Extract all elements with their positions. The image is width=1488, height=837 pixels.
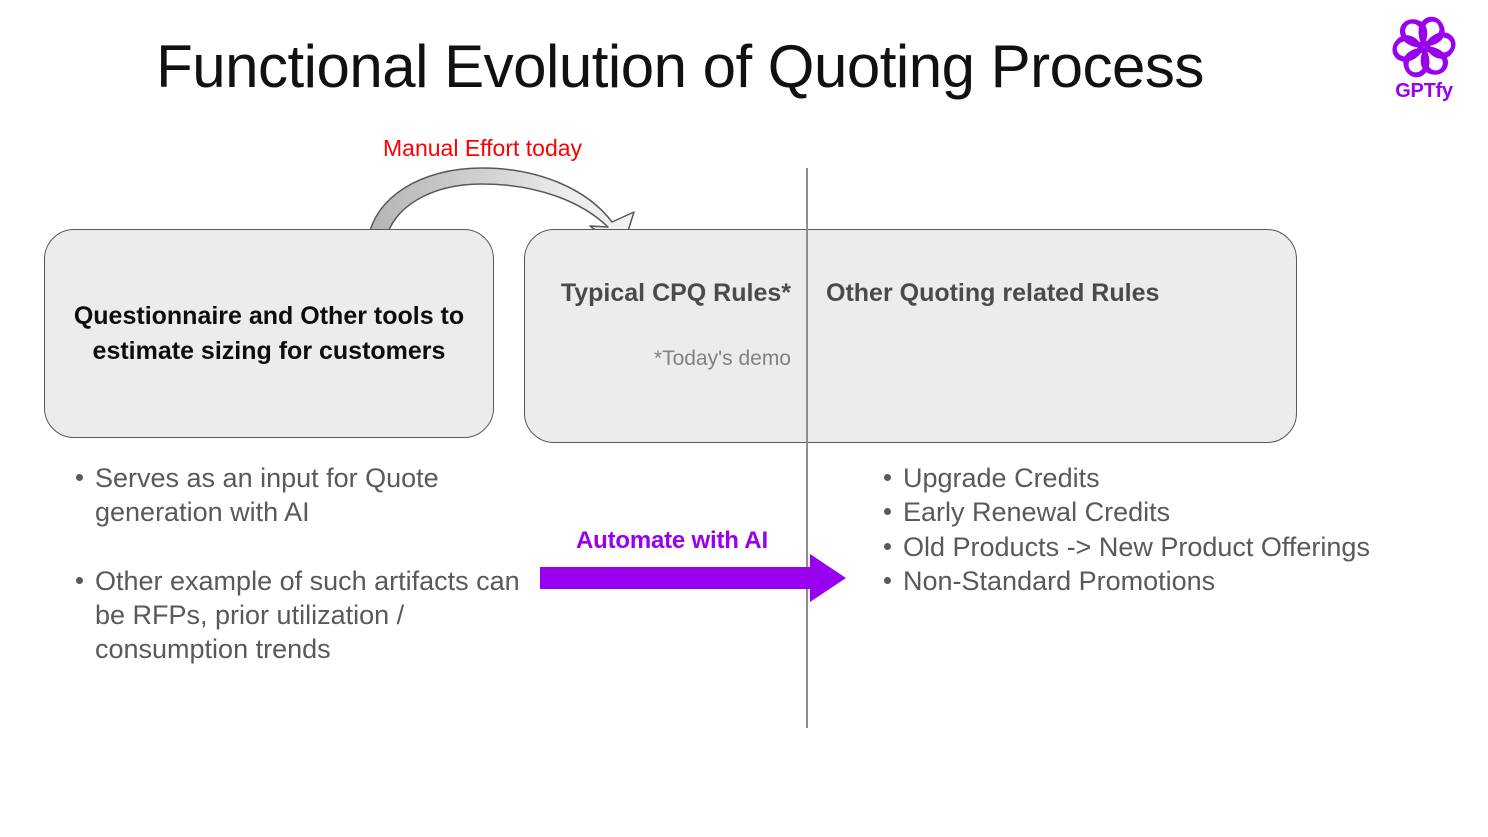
list-item: Non-Standard Promotions xyxy=(875,564,1375,598)
list-item: Upgrade Credits xyxy=(875,461,1375,495)
box-questionnaire-title: Questionnaire and Other tools to estimat… xyxy=(73,302,465,365)
other-rules-title: Other Quoting related Rules xyxy=(826,279,1160,307)
right-arrow-icon xyxy=(540,554,846,602)
gptfy-pinwheel-icon xyxy=(1392,16,1456,78)
list-item: Serves as an input for Quote generation … xyxy=(67,461,527,530)
page-title: Functional Evolution of Quoting Process xyxy=(156,33,1204,100)
manual-effort-label: Manual Effort today xyxy=(383,135,583,161)
list-item: Early Renewal Credits xyxy=(875,495,1375,529)
box-rules-column-other: Other Quoting related Rules xyxy=(807,230,1296,442)
cpq-rules-title: Typical CPQ Rules* xyxy=(560,279,791,307)
gptfy-logo: GPTfy xyxy=(1382,16,1466,103)
list-item: Old Products -> New Product Offerings xyxy=(875,530,1375,564)
automate-with-ai-label: Automate with AI xyxy=(576,527,768,554)
box-rules: Typical CPQ Rules* *Today's demo Other Q… xyxy=(524,229,1297,443)
box-questionnaire: Questionnaire and Other tools to estimat… xyxy=(44,229,494,438)
box-rules-column-cpq: Typical CPQ Rules* *Today's demo xyxy=(525,230,807,442)
vertical-divider-line xyxy=(806,168,808,728)
cpq-rules-note: *Today's demo xyxy=(653,347,791,370)
bullet-list-right: Upgrade Credits Early Renewal Credits Ol… xyxy=(875,461,1375,598)
list-item: Other example of such artifacts can be R… xyxy=(67,564,527,667)
bullet-list-left: Serves as an input for Quote generation … xyxy=(67,461,527,666)
gptfy-wordmark: GPTfy xyxy=(1395,80,1453,102)
